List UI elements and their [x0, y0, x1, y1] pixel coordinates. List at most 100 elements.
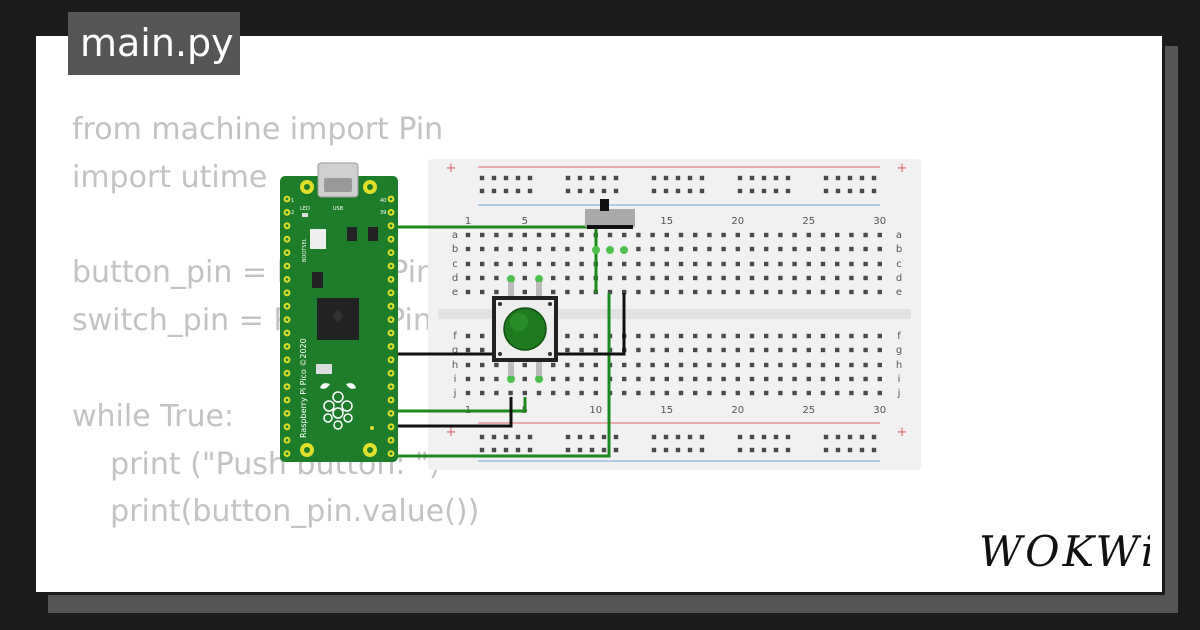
header-pin-hole [285, 318, 289, 321]
rail-hole [675, 447, 681, 453]
breadboard-hole [636, 347, 641, 353]
breadboard-hole [522, 246, 527, 252]
breadboard-hole [579, 333, 584, 339]
rail-hole [589, 175, 595, 181]
row-label: e [452, 287, 458, 298]
column-label: 5 [522, 216, 528, 227]
breadboard-hole [494, 362, 499, 368]
button-cap-highlight [510, 313, 528, 331]
column-label: 25 [802, 405, 815, 416]
breadboard-hole [877, 333, 882, 339]
breadboard-hole [607, 232, 613, 238]
push-button [492, 275, 558, 383]
breadboard-hole [607, 275, 613, 281]
rail-hole [577, 175, 583, 181]
breadboard-hole [678, 246, 684, 252]
breadboard-hole [749, 246, 755, 252]
switch-bar [587, 225, 633, 229]
breadboard-hole [721, 376, 726, 382]
row-label: a [452, 230, 458, 241]
rail-hole [565, 434, 571, 440]
breadboard-hole [735, 376, 740, 382]
breadboard-hole [835, 246, 840, 252]
rail-hole [491, 188, 497, 194]
header-pin-hole [389, 291, 393, 295]
breadboard-hole [622, 289, 627, 295]
breadboard-hole [792, 261, 797, 267]
rail-hole [835, 188, 841, 194]
breadboard-hole [877, 390, 882, 396]
header-pin-hole [285, 438, 289, 442]
breadboard-hole [707, 232, 712, 238]
breadboard-hole [806, 362, 811, 368]
breadboard-hole [806, 232, 811, 238]
breadboard-hole [636, 362, 641, 368]
breadboard-hole [579, 246, 584, 252]
rail-hole [663, 447, 669, 453]
file-tab[interactable]: main.py [68, 12, 240, 75]
breadboard-hole [792, 390, 797, 396]
row-label: f [897, 331, 901, 342]
switch-pin [592, 246, 600, 254]
row-label: b [896, 244, 902, 255]
breadboard-hole [849, 232, 854, 238]
breadboard-hole [480, 232, 485, 238]
row-label: i [898, 374, 901, 385]
header-pin-hole [285, 412, 289, 415]
breadboard-hole [721, 390, 726, 396]
rail-hole [503, 434, 509, 440]
breadboard-hole [650, 232, 655, 238]
breadboard-hole [636, 376, 641, 382]
breadboard-hole [565, 362, 570, 368]
breadboard-hole [494, 232, 499, 238]
header-pin-hole [389, 237, 393, 241]
header-pin-hole [389, 318, 393, 321]
breadboard-hole [849, 347, 854, 353]
breadboard-hole [820, 347, 826, 353]
breadboard-hole [536, 232, 542, 238]
row-label: b [452, 244, 458, 255]
breadboard-hole [707, 347, 712, 353]
header-pin-hole [389, 304, 393, 308]
breadboard-hole [693, 390, 698, 396]
pico-pins [283, 195, 395, 457]
row-label: j [897, 388, 901, 399]
mounting-hole-center [367, 184, 373, 190]
breadboard-hole [465, 347, 471, 353]
header-pin-hole [389, 251, 393, 255]
breadboard-hole [664, 275, 669, 281]
breadboard-hole [522, 275, 527, 281]
breadboard-hole [749, 289, 755, 295]
breadboard-hole [778, 232, 783, 238]
breadboard-hole [863, 362, 868, 368]
breadboard-hole [636, 289, 641, 295]
header-pin-hole [389, 264, 393, 268]
mounting-hole-center [304, 184, 310, 190]
breadboard-hole [579, 261, 584, 267]
breadboard-hole [650, 289, 655, 295]
rail-hole [859, 434, 865, 440]
rail-hole [699, 188, 705, 194]
breadboard-hole [820, 362, 826, 368]
breadboard-hole [678, 261, 684, 267]
breadboard-hole [835, 376, 840, 382]
rail-hole [823, 175, 829, 181]
code-line: print("Slide Switch") [72, 584, 748, 592]
breadboard-hole [735, 232, 740, 238]
breadboard-hole [551, 246, 556, 252]
rail-hole [613, 188, 619, 194]
header-pin-hole [389, 398, 393, 402]
breadboard-hole [735, 289, 740, 295]
breadboard-hole [735, 362, 740, 368]
breadboard-hole [522, 261, 527, 267]
rail-hole [503, 188, 509, 194]
breadboard-hole [877, 261, 882, 267]
breadboard-hole [721, 261, 726, 267]
breadboard-hole [465, 390, 471, 396]
breadboard-hole [863, 333, 868, 339]
row-label: j [453, 388, 457, 399]
rail-hole [491, 175, 497, 181]
rail-plus-label: + [897, 425, 908, 440]
breadboard-hole [678, 333, 684, 339]
breadboard-hole [778, 362, 783, 368]
